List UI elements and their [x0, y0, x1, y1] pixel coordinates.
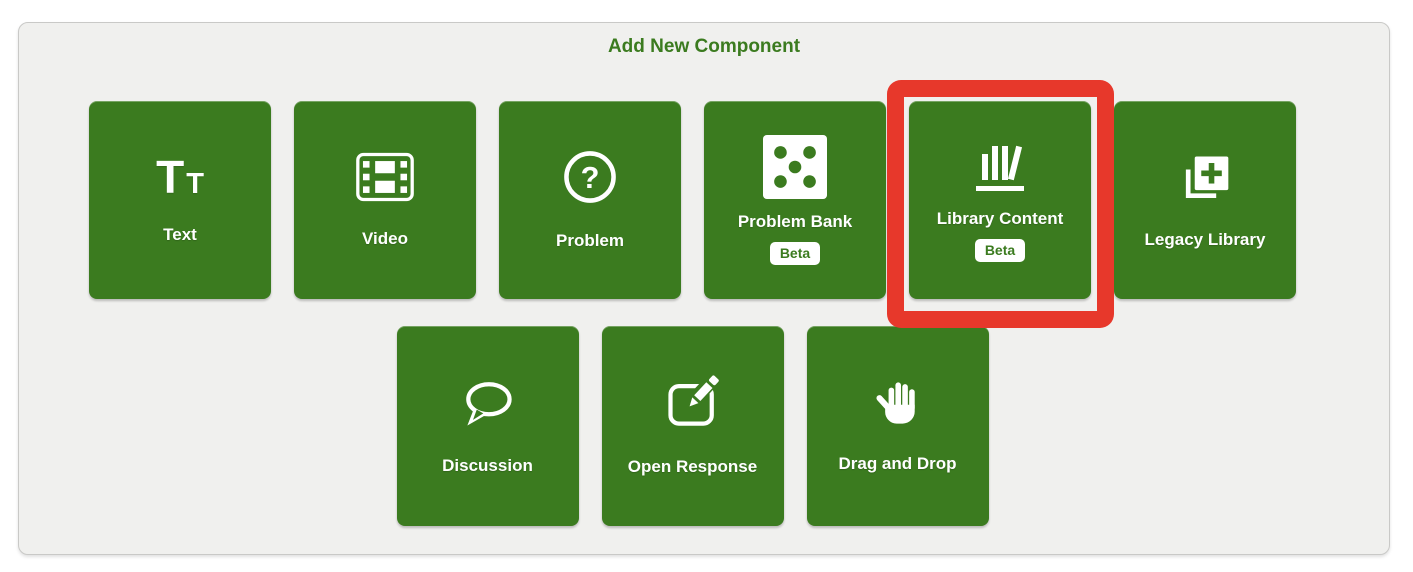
add-discussion-button[interactable]: Discussion [396, 326, 579, 526]
add-problem-bank-button[interactable]: Problem Bank Beta [704, 101, 886, 299]
tile-label: Drag and Drop [838, 454, 957, 473]
tile-label: Discussion [442, 456, 533, 475]
add-video-button[interactable]: Video [294, 101, 476, 299]
tile-label: Legacy Library [1144, 230, 1266, 249]
add-drag-and-drop-button[interactable]: Drag and Drop [806, 326, 989, 526]
question-circle-icon: ? [561, 148, 619, 206]
beta-badge: Beta [974, 239, 1026, 262]
tile-label: Open Response [627, 457, 758, 476]
bookshelf-icon [968, 138, 1032, 196]
tile-label: Problem Bank [737, 212, 853, 231]
tile-label: Text [163, 225, 197, 244]
component-row-2: Discussion Open Response [89, 326, 1296, 526]
beta-badge: Beta [769, 242, 821, 265]
add-library-content-button[interactable]: Library Content Beta [909, 101, 1091, 299]
add-open-response-button[interactable]: Open Response [601, 326, 784, 526]
tile-label: Library Content [936, 209, 1064, 228]
speech-bubble-icon [458, 375, 518, 431]
dice-icon [763, 135, 827, 199]
panel-title: Add New Component [607, 36, 801, 57]
svg-text:?: ? [581, 160, 600, 195]
tile-label: Problem [555, 231, 625, 250]
tile-label: Video [362, 229, 408, 248]
copy-plus-icon [1175, 149, 1235, 205]
add-legacy-library-button[interactable]: Legacy Library [1114, 101, 1296, 299]
hand-icon [874, 377, 922, 429]
edit-pencil-icon [663, 374, 723, 432]
add-problem-button[interactable]: ? Problem [499, 101, 681, 299]
film-icon [355, 150, 415, 204]
